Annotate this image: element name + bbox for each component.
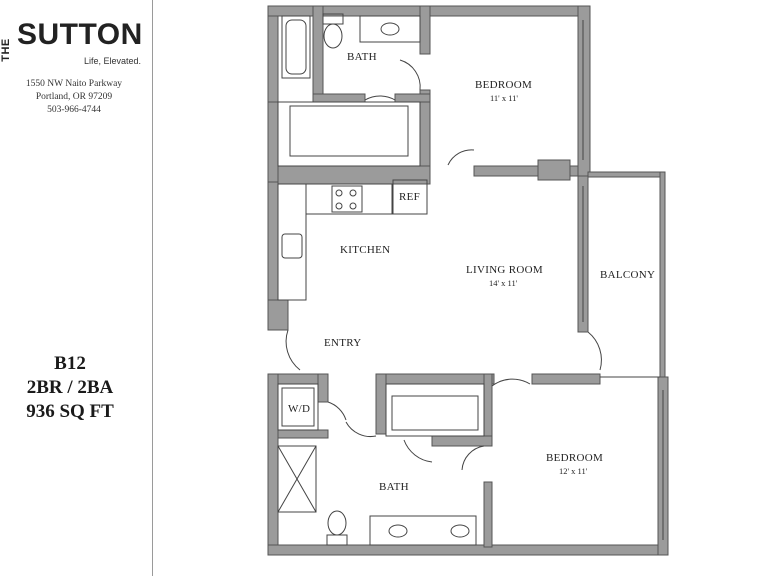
wall-bath-bottom-right: [394, 93, 431, 103]
closet-bottom: [385, 383, 485, 437]
wall-closet-bottom-lower: [431, 435, 493, 447]
wall-closet-left: [267, 101, 279, 183]
door-arc-bath-bottom: [345, 421, 377, 437]
burner: [349, 189, 357, 197]
burner: [349, 202, 357, 210]
sidebar-divider: [152, 0, 153, 576]
address-phone: 503-966-4744: [47, 105, 101, 115]
address-block: 1550 NW Naito Parkway Portland, OR 97209…: [8, 78, 140, 117]
vanity-top: [359, 15, 421, 43]
washer-dryer: [277, 383, 319, 431]
unit-code: B12: [54, 353, 86, 374]
label-living-room: LIVING ROOM: [466, 264, 543, 276]
address-city: Portland, OR 97209: [35, 92, 113, 102]
wall-closet-right: [483, 373, 493, 447]
brand-logo: THE SUTTON Life, Elevated.: [0, 18, 150, 68]
wall-column: [537, 159, 571, 181]
label-living-room-dim: 14' x 11': [489, 278, 518, 288]
closet-bottom-rod: [391, 395, 479, 431]
wall-left-notch: [267, 299, 289, 331]
wall-right-upper: [577, 5, 591, 177]
wall-bedroom-bottom: [473, 165, 579, 177]
label-balcony: BALCONY: [600, 269, 655, 281]
balcony-top: [587, 171, 665, 178]
bathtub-top: [281, 15, 311, 79]
wall-bedroom-top-a: [531, 373, 601, 385]
unit-size: 936 SQ FT: [26, 401, 114, 422]
unit-layout: 2BR / 2BA: [26, 377, 114, 398]
wall-closet-bottom: [277, 165, 431, 185]
bathtub-top-inner: [285, 19, 307, 75]
burner: [335, 189, 343, 197]
washer-dryer-inner: [281, 387, 315, 427]
door-arc-bedroom-bottom-2: [491, 378, 531, 387]
brand-tagline: Life, Elevated.: [84, 56, 142, 66]
label-entry: ENTRY: [324, 337, 362, 349]
vanity-bottom: [369, 515, 477, 546]
sidebar: THE SUTTON Life, Elevated. 1550 NW Naito…: [0, 0, 152, 576]
burner: [335, 202, 343, 210]
refrigerator: [392, 179, 428, 215]
door-arc-wd: [327, 401, 347, 421]
label-ref: REF: [399, 191, 420, 203]
label-bedroom-bottom-dim: 12' x 11': [559, 466, 588, 476]
label-bedroom-bottom: BEDROOM: [546, 452, 603, 464]
door-arc-bedroom-top: [447, 149, 475, 166]
wall-closet-top: [375, 373, 495, 385]
kitchen-counter-left: [277, 183, 307, 301]
door-arc-entry: [285, 329, 301, 371]
door-arc-bedroom-bottom: [461, 445, 485, 471]
shower: [277, 445, 317, 513]
wall-bath-right: [419, 5, 431, 55]
label-wd: W/D: [288, 403, 310, 415]
wall-left-lower: [267, 373, 279, 555]
wall-closet-left-lower: [375, 373, 387, 435]
wall-wd-right: [317, 373, 329, 403]
unit-info: B12 2BR / 2BA 936 SQ FT: [10, 352, 130, 424]
label-bedroom-top: BEDROOM: [475, 79, 532, 91]
balcony-right: [659, 171, 666, 378]
door-arc-bath-top: [399, 59, 421, 91]
label-bath-top: BATH: [347, 51, 377, 63]
wall-bath-lower-right: [483, 481, 493, 548]
wall-bath-bottom-left: [312, 93, 366, 103]
closet-top: [277, 101, 421, 167]
sink-bottom-right: [450, 524, 470, 538]
sink-bottom-left: [388, 524, 408, 538]
closet-top-rod: [289, 105, 409, 157]
wall-bath-left: [312, 5, 324, 95]
toilet-bottom-tank: [326, 534, 348, 546]
label-kitchen: KITCHEN: [340, 244, 390, 256]
toilet-top-bowl: [323, 23, 343, 49]
door-arc-balcony: [587, 331, 602, 371]
address-street: 1550 NW Naito Parkway: [25, 79, 123, 89]
wall-bottom: [267, 544, 669, 556]
kitchen-range: [331, 185, 363, 213]
room-labels: BATH BEDROOM 11' x 11' REF KITCHEN LIVIN…: [288, 51, 655, 493]
toilet-bottom-bowl: [327, 510, 347, 536]
brand-name: SUTTON: [17, 18, 143, 51]
fixtures: [277, 13, 664, 546]
kitchen-counter-top: [305, 183, 393, 215]
label-bath-bottom: BATH: [379, 481, 409, 493]
sink-top: [380, 22, 400, 36]
door-arc-closet: [403, 439, 433, 463]
kitchen-sink: [281, 233, 303, 259]
wall-wd-bottom: [277, 429, 329, 439]
label-bedroom-top-dim: 11' x 11': [490, 93, 518, 103]
shower-line: [277, 445, 317, 513]
door-arc-bath-top-2: [364, 95, 396, 101]
